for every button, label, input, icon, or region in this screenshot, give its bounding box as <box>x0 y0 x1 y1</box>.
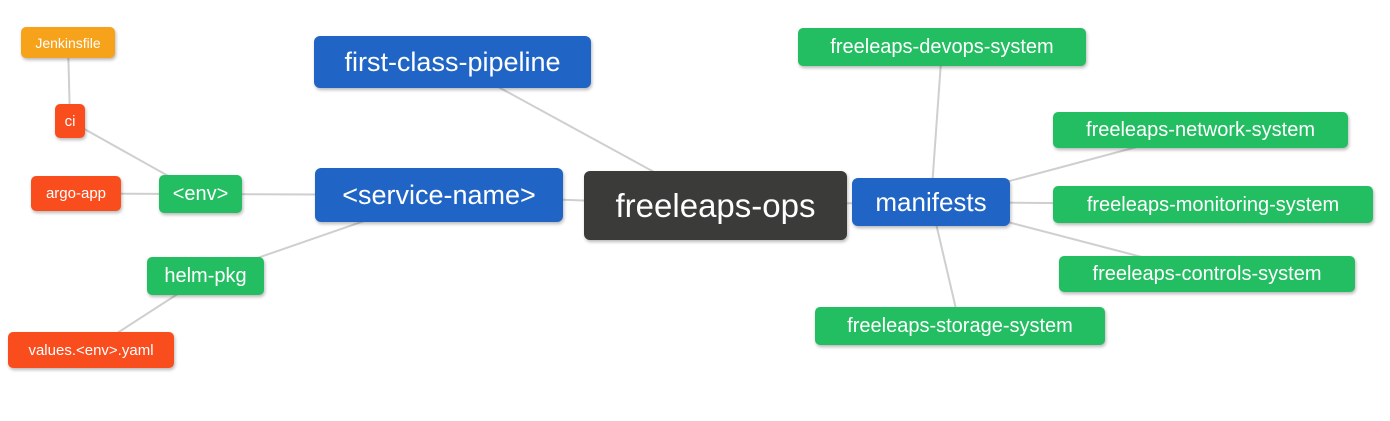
node-freeleaps-storage-system[interactable]: freeleaps-storage-system <box>815 307 1105 345</box>
node-freeleaps-ops[interactable]: freeleaps-ops <box>584 171 847 240</box>
node-service-name[interactable]: <service-name> <box>315 168 563 222</box>
node-freeleaps-controls-system[interactable]: freeleaps-controls-system <box>1059 256 1355 292</box>
node-argo-app[interactable]: argo-app <box>31 176 121 211</box>
node-env[interactable]: <env> <box>159 175 242 213</box>
node-ci[interactable]: ci <box>55 104 85 138</box>
node-values-env-yaml[interactable]: values.<env>.yaml <box>8 332 174 368</box>
node-freeleaps-network-system[interactable]: freeleaps-network-system <box>1053 112 1348 148</box>
node-helm-pkg[interactable]: helm-pkg <box>147 257 264 295</box>
node-first-class-pipeline[interactable]: first-class-pipeline <box>314 36 591 88</box>
node-freeleaps-monitoring-system[interactable]: freeleaps-monitoring-system <box>1053 186 1373 223</box>
node-jenkinsfile[interactable]: Jenkinsfile <box>21 27 115 58</box>
node-manifests[interactable]: manifests <box>852 178 1010 226</box>
node-freeleaps-devops-system[interactable]: freeleaps-devops-system <box>798 28 1086 66</box>
